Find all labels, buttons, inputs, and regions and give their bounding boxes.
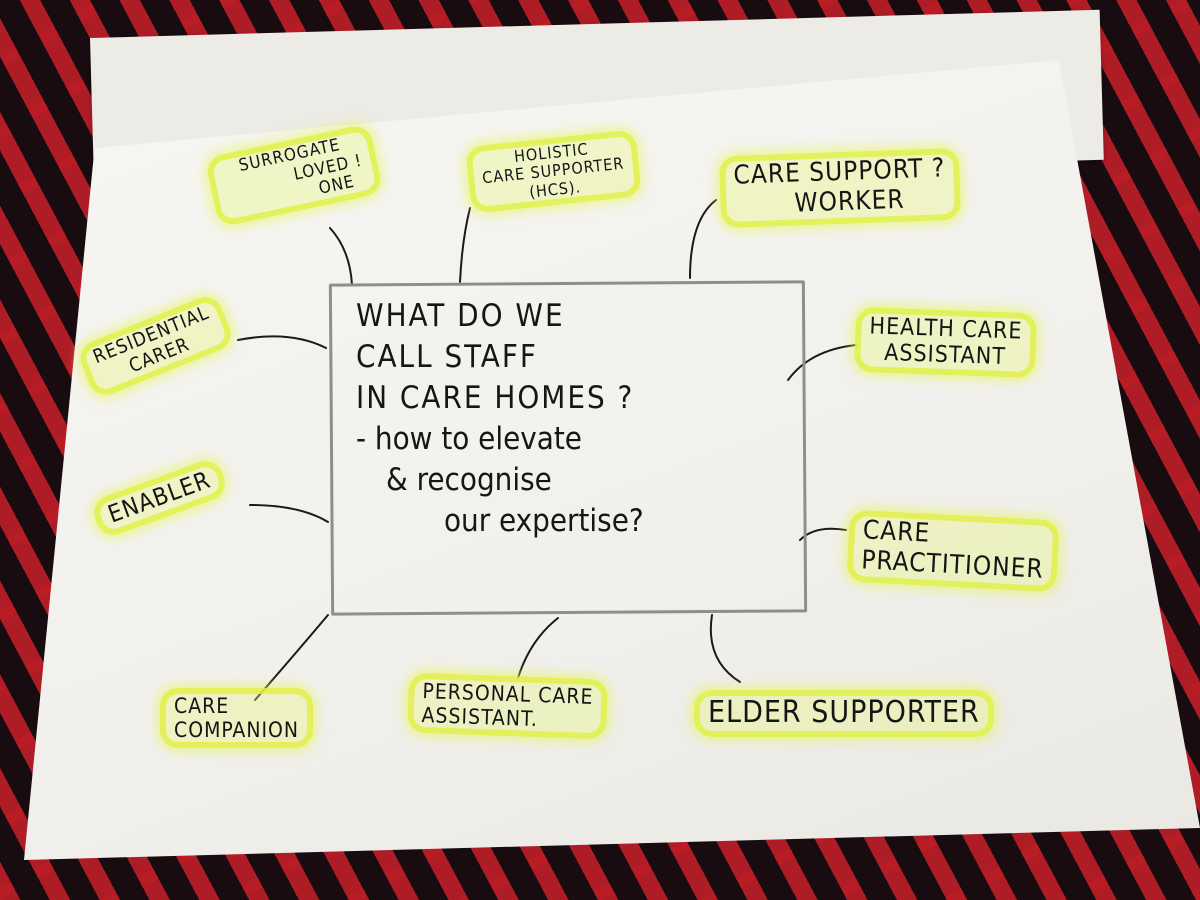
label-care-companion: CARE COMPANION [160, 688, 314, 749]
connector-enabler [249, 504, 329, 523]
label-care-support-worker: CARE SUPPORT ? WORKER [718, 147, 962, 228]
label-care-practitioner: CARE PRACTITIONER [846, 509, 1061, 593]
connector-residential [237, 335, 327, 349]
label-health-care-assistant: HEALTH CARE ASSISTANT [853, 306, 1038, 379]
center-line-1: WHAT DO WE [356, 298, 565, 334]
paper-sheet [24, 60, 1200, 860]
connector-health-care [787, 344, 857, 381]
connector-personal [517, 617, 559, 679]
center-question: WHAT DO WE CALL STAFF IN CARE HOMES ? - … [356, 296, 796, 541]
center-line-2: CALL STAFF [356, 338, 538, 375]
connector-companion [254, 614, 329, 701]
center-line-6: our expertise? [444, 502, 644, 539]
center-line-4: - how to elevate [356, 420, 582, 457]
connector-surrogate [329, 227, 353, 286]
label-personal-care-assistant: PERSONAL CARE ASSISTANT. [407, 672, 609, 740]
connector-holistic [459, 207, 471, 283]
center-line-5: & recognise [386, 461, 552, 498]
label-elder-supporter: ELDER SUPPORTER [694, 690, 994, 737]
center-line-3: IN CARE HOMES ? [356, 379, 635, 416]
connector-practitioner [799, 527, 847, 541]
connector-elder [709, 614, 741, 683]
connector-care-support-worker [689, 199, 717, 279]
